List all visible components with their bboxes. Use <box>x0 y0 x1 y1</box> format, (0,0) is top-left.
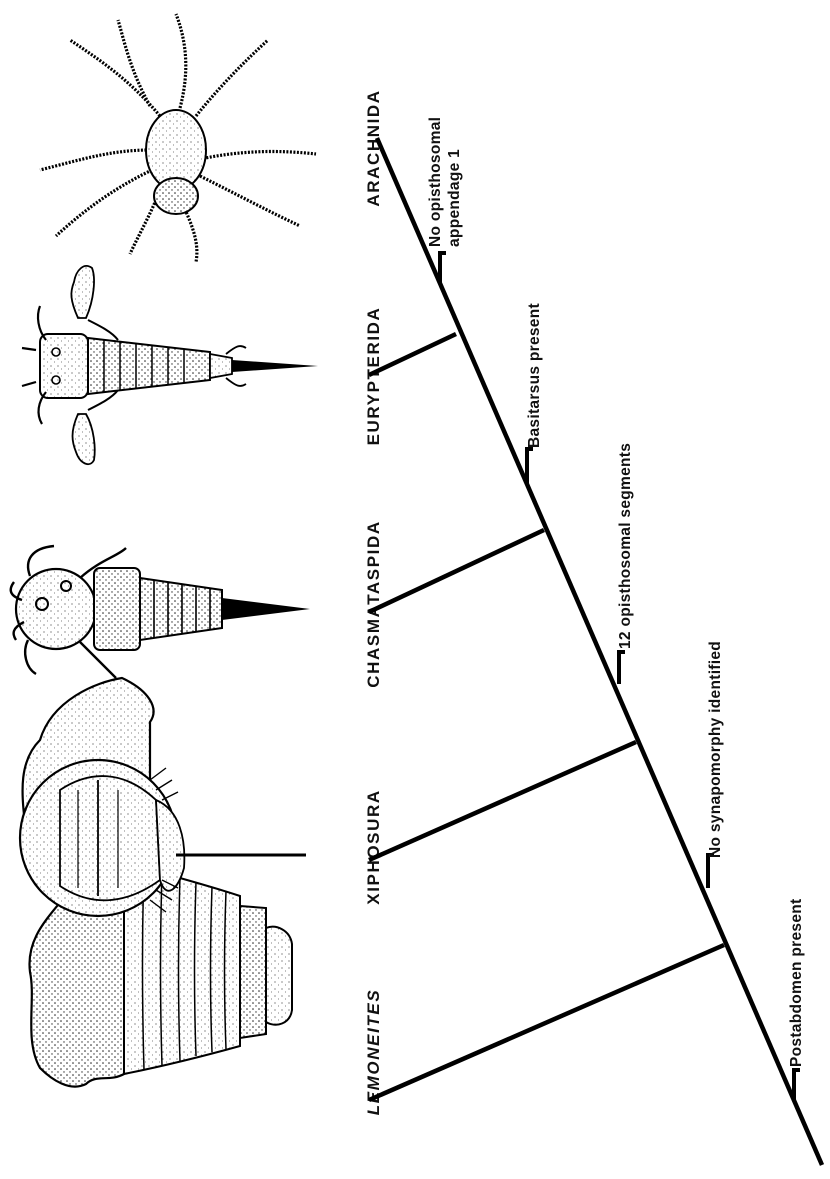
synapomorphy-ticks <box>440 253 800 1100</box>
taxon-labels: LEMONEITES XIPHOSURA CHASMATASPIDA EURYP… <box>364 89 383 1115</box>
eurypterida-illustration <box>22 266 318 464</box>
tick-postabdomen <box>794 1070 800 1100</box>
branch-xiphosura <box>369 742 636 860</box>
tick-no-appendage <box>440 253 446 284</box>
taxon-label-chasmataspida: CHASMATASPIDA <box>364 520 383 688</box>
tick-basitarsus <box>527 449 533 483</box>
arachnida-illustration <box>40 14 316 262</box>
character-no-appendage-line2: appendage 1 <box>446 149 463 247</box>
main-trunk <box>377 138 822 1165</box>
character-12-opisthosomal: 12 opisthosomal segments <box>617 443 634 649</box>
branch-lemoneites <box>369 945 724 1100</box>
chasmataspida-illustration <box>11 546 310 678</box>
tree-lines <box>369 138 822 1165</box>
character-labels: Postabdomen present No synapomorphy iden… <box>427 117 805 1067</box>
branch-chasmataspida <box>369 530 544 612</box>
tick-12-segments <box>619 652 625 684</box>
tick-no-synapomorphy <box>708 855 714 888</box>
taxon-label-xiphosura: XIPHOSURA <box>364 789 383 904</box>
character-basitarsus: Basitarsus present <box>526 303 543 448</box>
taxon-label-eurypterida: EURYPTERIDA <box>364 307 383 446</box>
character-no-synapomorphy: No synapomorphy identified <box>707 641 724 858</box>
character-no-appendage-line1: No opisthosomal <box>427 117 444 247</box>
xiphosura-illustration <box>20 678 306 916</box>
character-postabdomen: Postabdomen present <box>788 899 805 1067</box>
